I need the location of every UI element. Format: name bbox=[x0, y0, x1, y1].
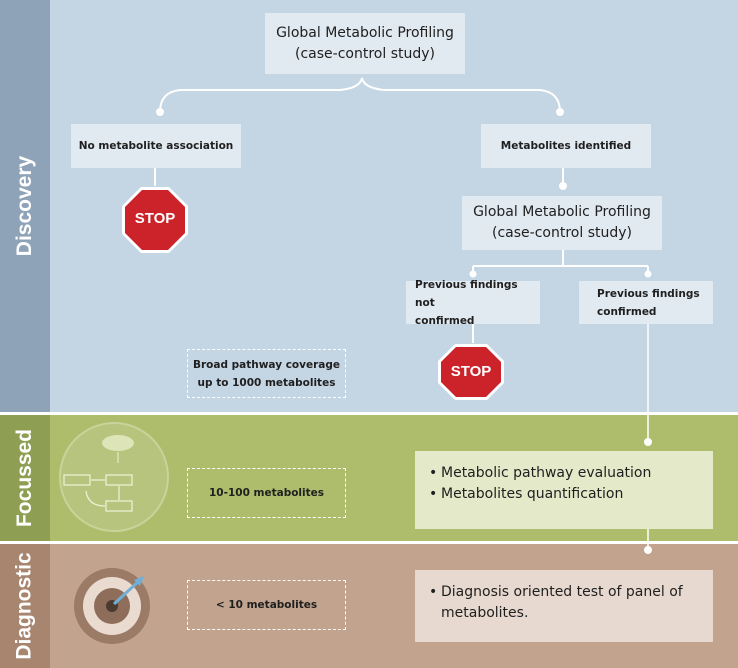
diagnostic-coverage-box: < 10 metabolites bbox=[187, 580, 346, 630]
findings-confirmed-box: Previous findings confirmed bbox=[579, 281, 713, 324]
focussed-bullets: •Metabolic pathway evaluation •Metabolit… bbox=[415, 451, 713, 529]
pathway-diagram-icon bbox=[58, 421, 170, 533]
target-icon bbox=[72, 566, 152, 646]
discovery-stage-label: Discovery bbox=[0, 0, 50, 412]
global-profiling-box-top: Global Metabolic Profiling (case-control… bbox=[265, 13, 465, 74]
list-item: •Metabolic pathway evaluation bbox=[429, 465, 652, 481]
stop-sign-icon bbox=[122, 187, 188, 253]
metabolites-identified-box: Metabolites identified bbox=[481, 124, 651, 168]
stop-sign-right: STOP bbox=[437, 343, 505, 401]
list-item: •Diagnosis oriented test of panel of met… bbox=[429, 584, 683, 621]
stop-sign-label: STOP bbox=[134, 210, 176, 227]
no-association-box: No metabolite association bbox=[71, 124, 241, 168]
stop-sign-left: STOP bbox=[121, 186, 189, 254]
stop-sign-label: STOP bbox=[450, 363, 492, 380]
findings-not-confirmed-box: Previous findings not confirmed bbox=[406, 279, 540, 327]
discovery-coverage-box: Broad pathway coverage up to 1000 metabo… bbox=[187, 349, 346, 398]
focussed-coverage-box: 10-100 metabolites bbox=[187, 468, 346, 518]
global-profiling-box-second: Global Metabolic Profiling (case-control… bbox=[462, 196, 662, 250]
stop-sign-icon bbox=[438, 344, 504, 400]
focussed-stage-label: Focussed bbox=[0, 415, 50, 541]
diagnostic-stage-label: Diagnostic bbox=[0, 544, 50, 668]
list-item: •Metabolites quantification bbox=[429, 486, 624, 502]
diagnostic-bullets: •Diagnosis oriented test of panel of met… bbox=[415, 570, 713, 642]
